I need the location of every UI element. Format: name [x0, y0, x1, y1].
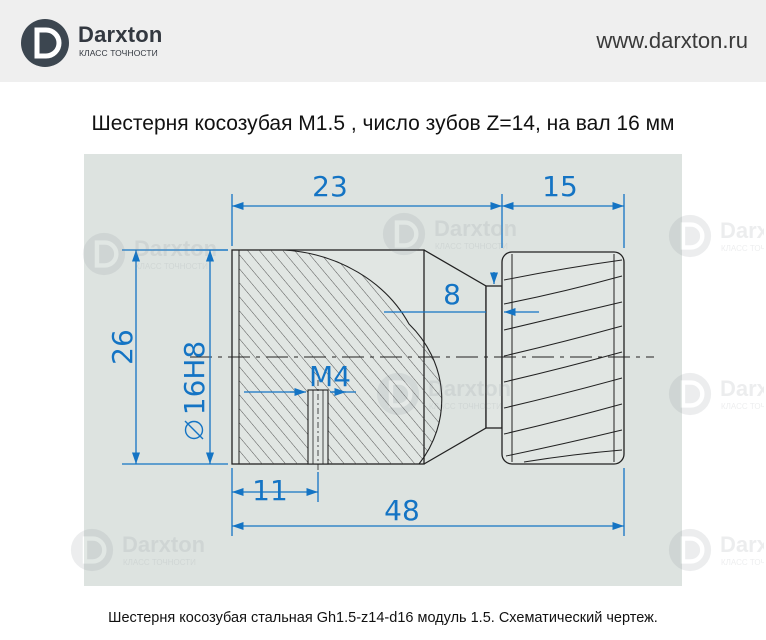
section-hatch: [239, 250, 442, 464]
page-title: Шестерня косозубая М1.5 , число зубов Z=…: [91, 112, 675, 135]
watermark-name: Darxton: [720, 376, 764, 401]
figure-caption: Шестерня косозубая стальная Gh1.5-z14-d1…: [108, 610, 658, 626]
dim-hub-length: 23: [312, 170, 348, 203]
dim-gear-length: 15: [542, 170, 578, 203]
watermark: Darxton КЛАСС ТОЧНОСТИ: [668, 214, 764, 258]
dim-outer-diameter: 26: [106, 329, 139, 365]
logo-subtitle: КЛАСС ТОЧНОСТИ: [79, 48, 158, 58]
watermark-subtitle: КЛАСС ТОЧНОСТИ: [721, 558, 764, 567]
darxton-logo-icon[interactable]: [20, 18, 70, 68]
diameter-symbol-icon: [184, 420, 204, 440]
dim-overall-length: 48: [384, 494, 420, 527]
gear-body: [501, 251, 625, 465]
watermark: Darxton КЛАСС ТОЧНОСТИ: [668, 372, 764, 416]
watermark-subtitle: КЛАСС ТОЧНОСТИ: [721, 402, 764, 411]
section-break-line: [283, 249, 443, 465]
header-bar: Darxton КЛАСС ТОЧНОСТИ www.darxton.ru: [0, 0, 766, 82]
dim-bore: 16H8: [178, 341, 211, 416]
diameter-symbol-slash: [184, 420, 204, 440]
watermark-name: Darxton: [720, 532, 764, 557]
gear-drawing: 23 15 8 M4 11 48 26 16H8: [84, 154, 682, 586]
watermark-subtitle: КЛАСС ТОЧНОСТИ: [721, 244, 764, 253]
dimension-lines: [122, 194, 625, 536]
site-url[interactable]: www.darxton.ru: [596, 28, 748, 53]
watermark-name: Darxton: [720, 218, 764, 243]
dim-neck-diameter: 8: [443, 278, 461, 311]
gear-teeth: [503, 259, 623, 463]
logo-name[interactable]: Darxton: [78, 22, 163, 47]
dim-bore-group: 16H8: [178, 341, 211, 440]
dim-thread: M4: [309, 360, 351, 393]
watermark: Darxton КЛАСС ТОЧНОСТИ: [668, 528, 764, 572]
dim-thread-position: 11: [252, 474, 288, 507]
